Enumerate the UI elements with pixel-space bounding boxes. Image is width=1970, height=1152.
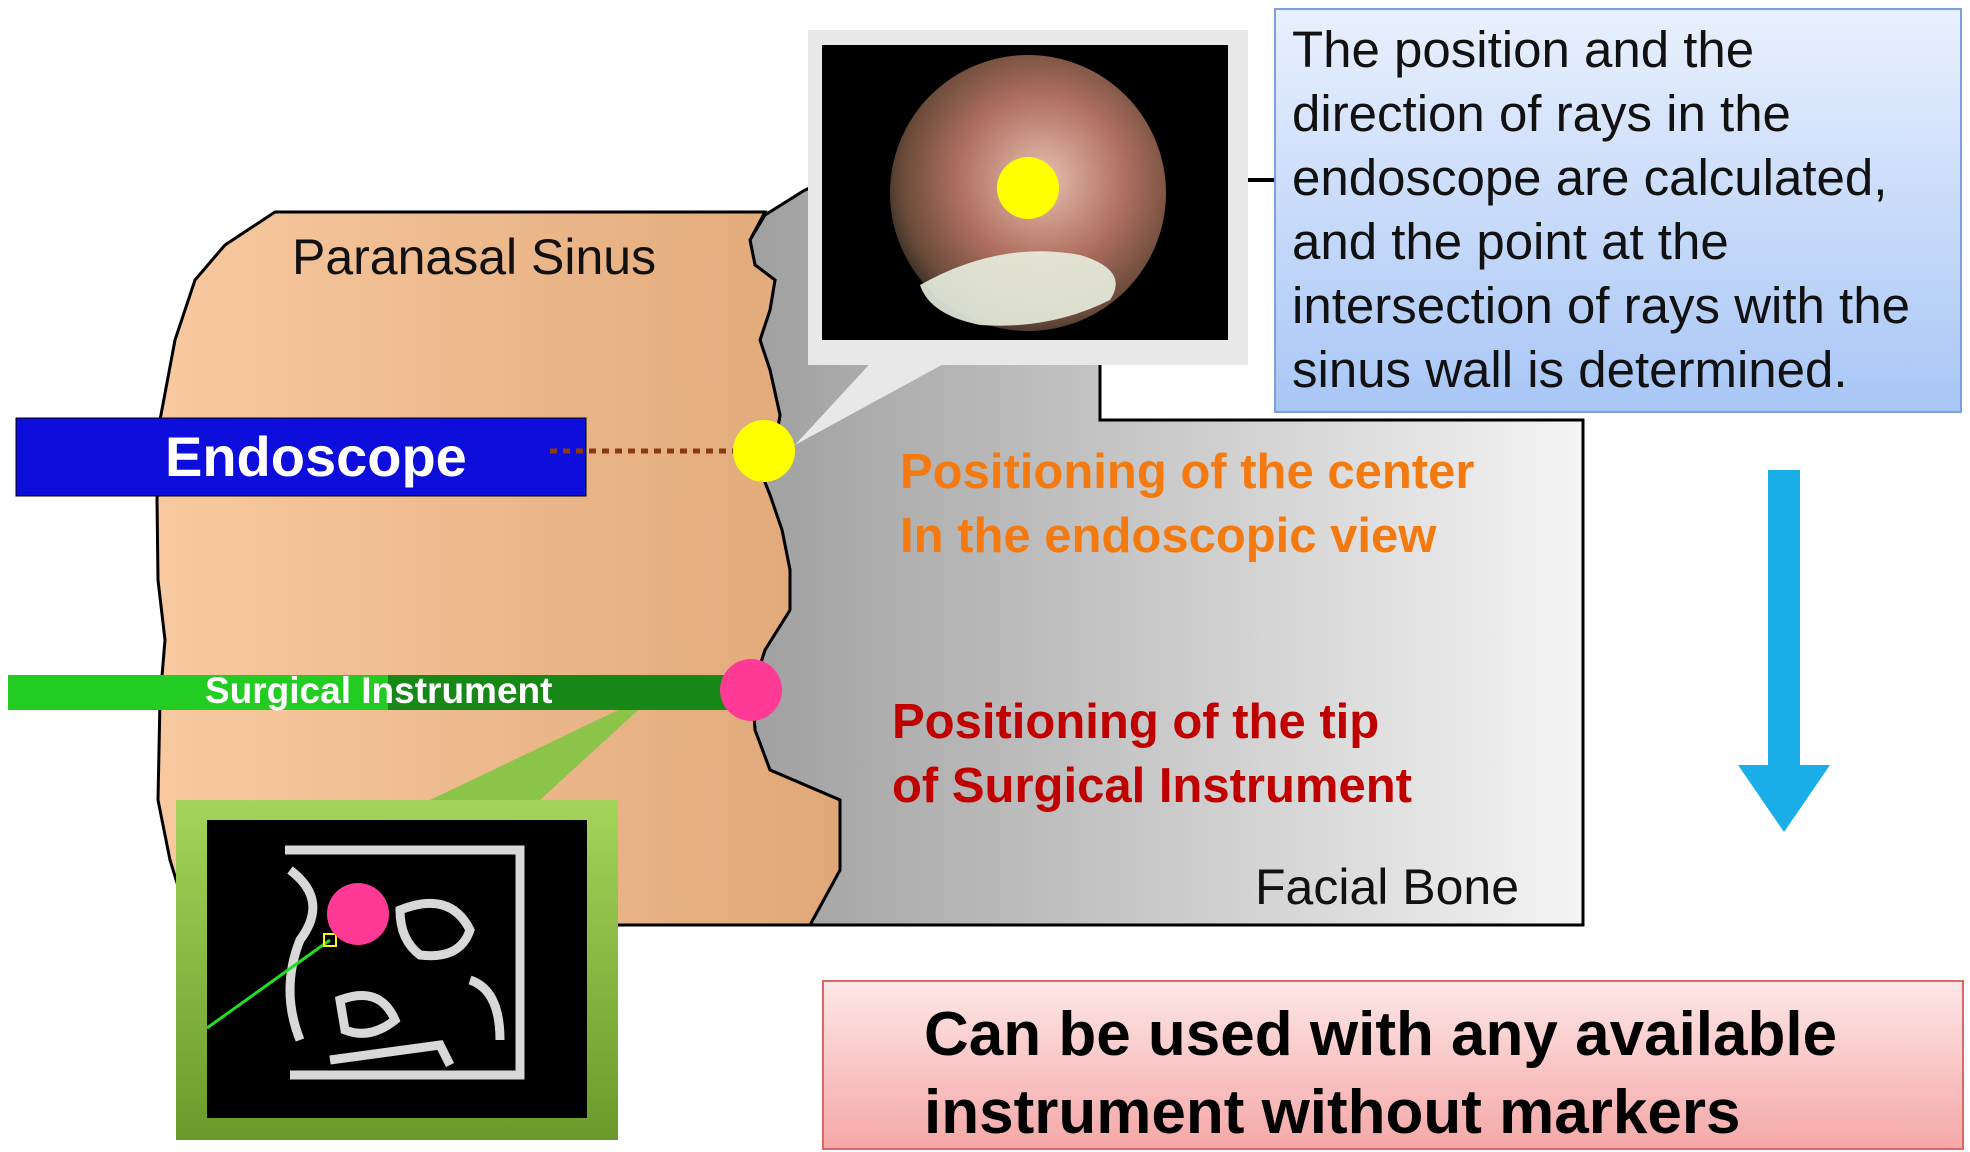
conclusion-box: Can be used with any available instrumen… (822, 980, 1964, 1150)
instrument-label: Surgical Instrument (205, 670, 552, 712)
tip-positioning-text: Positioning of the tip of Surgical Instr… (892, 690, 1412, 818)
info-line-4: and the point at the (1292, 210, 1950, 274)
tip-text-line-2: of Surgical Instrument (892, 754, 1412, 818)
center-marker-view (997, 157, 1059, 219)
center-text-line-2: In the endoscopic view (900, 504, 1474, 568)
tip-marker-view (327, 883, 389, 945)
info-line-3: endoscope are calculated, (1292, 146, 1950, 210)
center-positioning-text: Positioning of the center In the endosco… (900, 440, 1474, 568)
center-text-line-1: Positioning of the center (900, 440, 1474, 504)
info-line-5: intersection of rays with the (1292, 274, 1950, 338)
info-callout-box: The position and the direction of rays i… (1274, 8, 1962, 413)
down-arrow-icon (1738, 470, 1830, 832)
info-line-6: sinus wall is determined. (1292, 338, 1950, 402)
bone-label: Facial Bone (1255, 858, 1519, 916)
info-line-2: direction of rays in the (1292, 82, 1950, 146)
tip-marker (720, 659, 782, 721)
info-line-1: The position and the (1292, 18, 1950, 82)
tip-text-line-1: Positioning of the tip (892, 690, 1412, 754)
endoscope-label: Endoscope (165, 424, 467, 489)
sinus-label: Paranasal Sinus (292, 228, 656, 286)
conclusion-line-2: instrument without markers (924, 1074, 1962, 1152)
conclusion-line-1: Can be used with any available (924, 996, 1962, 1074)
center-marker (733, 420, 795, 482)
